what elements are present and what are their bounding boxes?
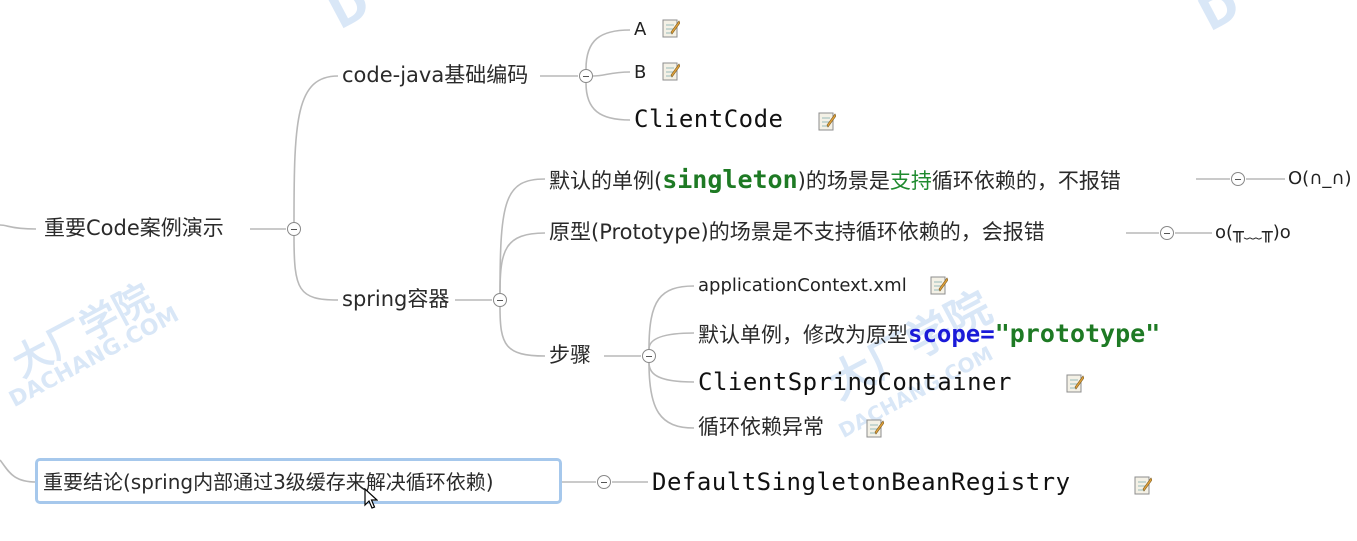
collapse-toggle[interactable] <box>642 349 656 363</box>
topic-circular-dependency-exception[interactable]: 循环依赖异常 <box>698 415 824 439</box>
collapse-toggle[interactable] <box>287 222 301 236</box>
collapse-toggle[interactable] <box>579 69 593 83</box>
singleton-keyword: singleton <box>662 165 798 194</box>
note-icon[interactable] <box>818 111 836 131</box>
topic-sad-emoticon[interactable]: o(╥﹏╥)o <box>1215 222 1291 243</box>
topic-change-to-prototype[interactable]: 默认单例，修改为原型scope="prototype" <box>698 321 1160 346</box>
singleton-pre-text: 默认的单例( <box>549 169 663 193</box>
selected-topic-frame[interactable] <box>35 458 562 504</box>
topic-happy-emoticon[interactable]: O(∩_∩) <box>1288 168 1352 189</box>
note-icon[interactable] <box>1066 373 1084 393</box>
topic-application-context-xml[interactable]: applicationContext.xml <box>698 275 907 296</box>
support-highlight: 支持 <box>889 169 932 193</box>
scope-keyword: scope= <box>908 320 995 348</box>
topic-prototype-case[interactable]: 原型(Prototype)的场景是不支持循环依赖的，会报错 <box>549 220 1045 244</box>
note-icon[interactable] <box>1134 475 1152 495</box>
prototype-step-text: 默认单例，修改为原型 <box>698 323 908 347</box>
topic-a[interactable]: A <box>634 19 647 40</box>
singleton-post-text: 循环依赖的，不报错 <box>931 169 1121 193</box>
singleton-mid-text: )的场景是 <box>797 169 890 193</box>
topic-steps[interactable]: 步骤 <box>549 343 591 367</box>
note-icon[interactable] <box>866 418 884 438</box>
collapse-toggle[interactable] <box>1160 226 1174 240</box>
topic-code-java[interactable]: code-java基础编码 <box>342 63 529 87</box>
collapse-toggle[interactable] <box>493 293 507 307</box>
topic-client-spring-container[interactable]: ClientSpringContainer <box>698 368 1012 396</box>
note-icon[interactable] <box>930 275 948 295</box>
collapse-toggle[interactable] <box>1231 172 1245 186</box>
collapse-toggle[interactable] <box>597 475 611 489</box>
note-icon[interactable] <box>662 18 680 38</box>
topic-singleton-case[interactable]: 默认的单例(singleton)的场景是支持循环依赖的，不报错 <box>549 167 1121 192</box>
topic-spring-container[interactable]: spring容器 <box>342 287 450 311</box>
scope-value: "prototype" <box>994 319 1161 348</box>
topic-b[interactable]: B <box>634 62 647 83</box>
topic-important-conclusion[interactable]: 重要结论(spring内部通过3级缓存来解决循环依赖) <box>43 470 494 494</box>
note-icon[interactable] <box>662 61 680 81</box>
topic-important-code-cases[interactable]: 重要Code案例演示 <box>44 216 224 240</box>
topic-client-code[interactable]: ClientCode <box>634 105 784 133</box>
mouse-cursor-icon <box>364 488 378 509</box>
topic-default-singleton-bean-registry[interactable]: DefaultSingletonBeanRegistry <box>652 468 1071 496</box>
